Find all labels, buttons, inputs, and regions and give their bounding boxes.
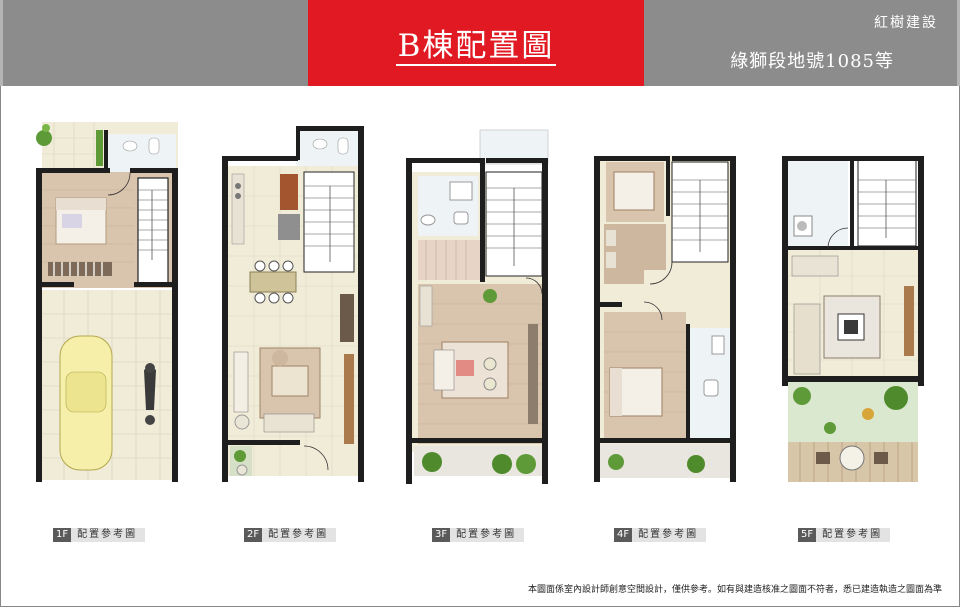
- floor-label-3f: 3F 配置參考圖: [432, 528, 525, 542]
- title-box: B棟配置圖: [308, 0, 644, 86]
- floor-label-4f: 4F 配置參考圖: [614, 528, 707, 542]
- floor-tag: 1F: [53, 528, 72, 542]
- floor-tag: 2F: [244, 528, 263, 542]
- floor-tag: 3F: [432, 528, 451, 542]
- floor-caption: 配置參考圖: [262, 528, 337, 542]
- page-title: B棟配置圖: [395, 28, 557, 66]
- floor-label-5f: 5F 配置參考圖: [798, 528, 891, 542]
- floorplan-3f: [406, 129, 549, 484]
- floor-tag: 4F: [614, 528, 633, 542]
- floor-label-2f: 2F 配置參考圖: [244, 528, 337, 542]
- floor-label-1f: 1F 配置參考圖: [53, 528, 146, 542]
- floor-caption: 配置參考圖: [450, 528, 525, 542]
- page-title-wrap: B棟配置圖: [308, 20, 644, 66]
- banner-edge-right: [957, 0, 960, 86]
- floor-caption: 配置參考圖: [816, 528, 891, 542]
- floor-tag: 5F: [798, 528, 817, 542]
- floorplan-1f: [36, 122, 178, 482]
- banner-edge-left: [0, 0, 3, 86]
- disclaimer-footnote: 本圖面係室內設計師創意空間設計，僅供參考。如有與建造核准之圖面不符者，悉已建造執…: [527, 585, 942, 595]
- developer-name: 紅樹建設: [874, 15, 938, 31]
- lot-number: 綠獅段地號1085等: [730, 51, 894, 72]
- floor-caption: 配置參考圖: [632, 528, 707, 542]
- floor-caption: 配置參考圖: [71, 528, 146, 542]
- floorplan-2f: [222, 126, 364, 482]
- floorplan-4f: [594, 156, 736, 482]
- floorplan-5f: [782, 156, 924, 482]
